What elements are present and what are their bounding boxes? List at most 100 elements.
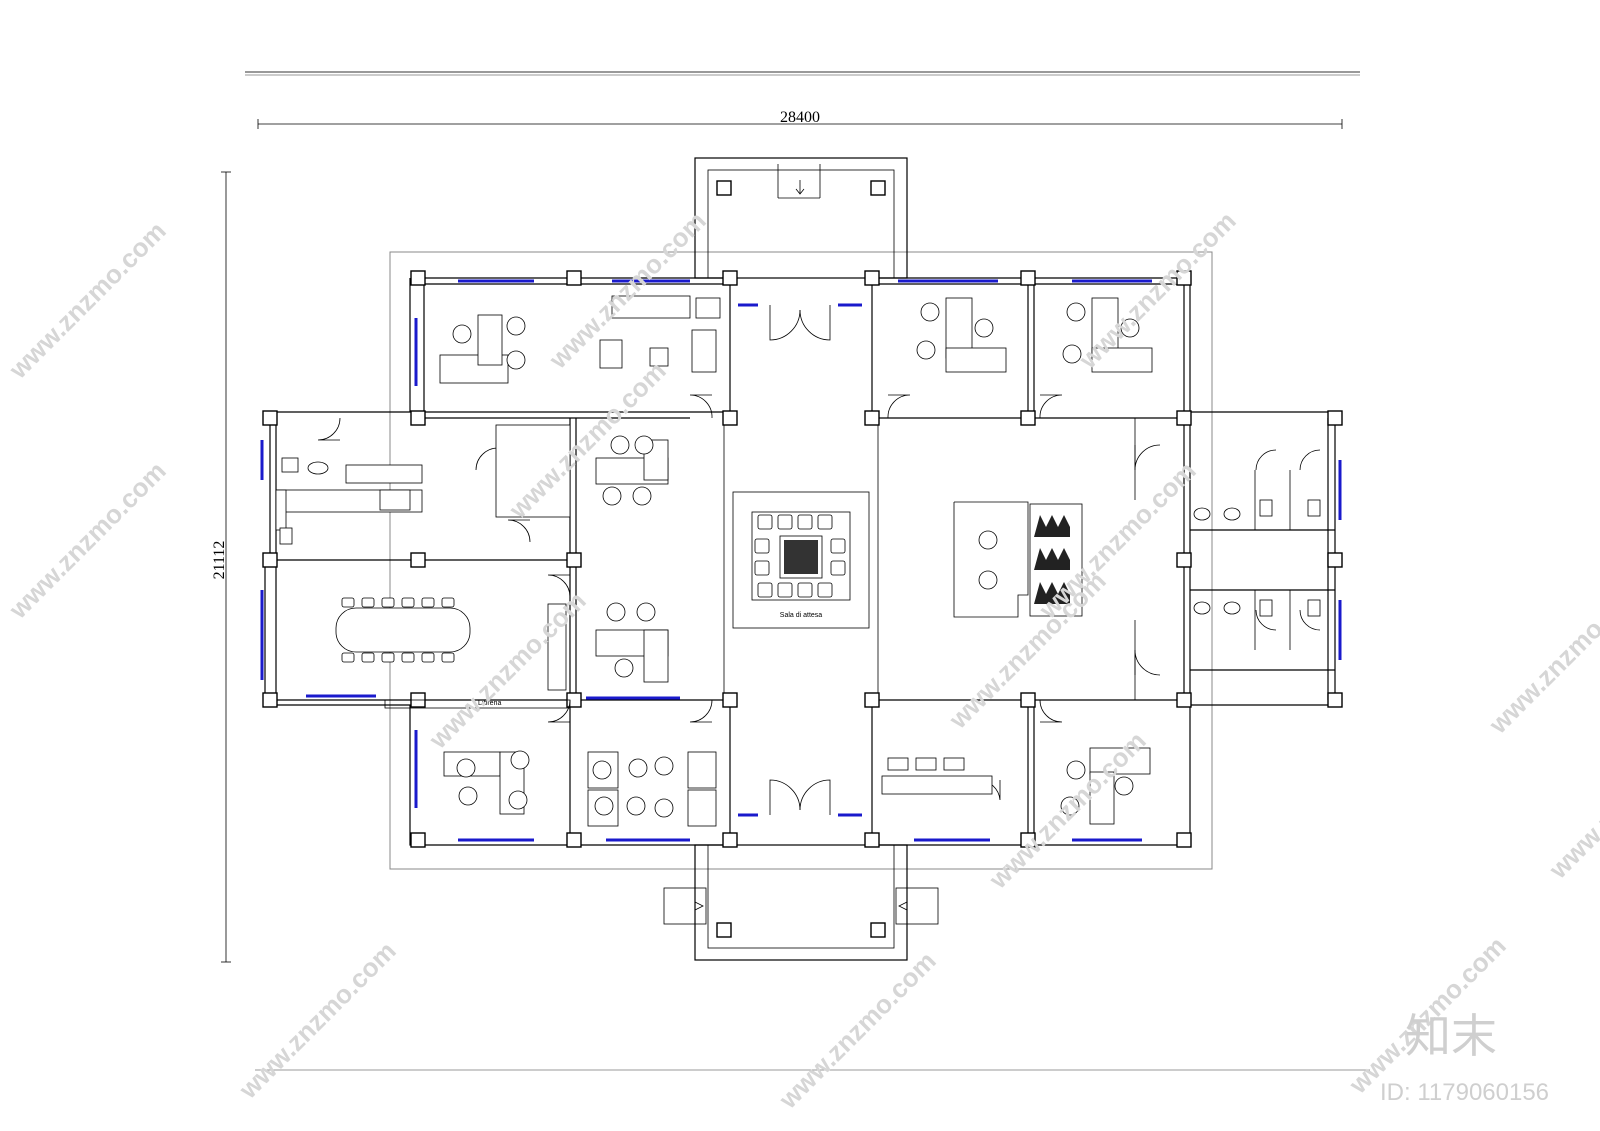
column (1327, 552, 1343, 568)
office-chair (506, 350, 526, 370)
column (1020, 270, 1036, 286)
column (1020, 832, 1036, 848)
watermark-text: www.znzmo.com (1542, 716, 1600, 885)
conference-chair (441, 652, 455, 663)
office-chair (610, 435, 630, 455)
column (864, 270, 880, 286)
column (410, 832, 426, 848)
watermark-text: www.znzmo.com (2, 216, 171, 385)
conference-chair (341, 652, 355, 663)
waiting-chair (757, 582, 773, 598)
office-chair (458, 786, 478, 806)
column (566, 552, 582, 568)
conference-chair (421, 597, 435, 608)
office-chair (1062, 344, 1082, 364)
office-chair (916, 340, 936, 360)
column (566, 832, 582, 848)
office-chair (654, 756, 674, 776)
waiting-chair (830, 560, 846, 576)
office-chair (510, 750, 530, 770)
waiting-chair (754, 560, 770, 576)
waiting-room-label: Sala di attesa (780, 612, 823, 619)
column (1176, 832, 1192, 848)
width-dimension: 28400 (257, 109, 1343, 129)
conference-chair (401, 652, 415, 663)
conference-chair (421, 652, 435, 663)
waiting-chair (797, 514, 813, 530)
column (1020, 410, 1036, 426)
office-chair (592, 760, 612, 780)
column (722, 410, 738, 426)
column (262, 692, 278, 708)
watermark-text: www.znzmo.com (772, 946, 941, 1115)
office-chair (1060, 796, 1080, 816)
conference-chair (361, 597, 375, 608)
conference-chair (381, 652, 395, 663)
north-entrance (694, 157, 908, 279)
column (1327, 410, 1343, 426)
column (716, 180, 732, 196)
office-chair (626, 796, 646, 816)
column (870, 180, 886, 196)
office-chair (594, 796, 614, 816)
column (1176, 410, 1192, 426)
column (722, 832, 738, 848)
windows (260, 279, 1342, 842)
watermark-text: www.znzmo.com (2, 456, 171, 625)
office-chair (602, 486, 622, 506)
column (1327, 692, 1343, 708)
office-chair (1066, 302, 1086, 322)
watermark-text: www.znzmo.com (942, 566, 1111, 735)
library-label: Libreria (478, 700, 501, 707)
south-entrance (663, 844, 939, 961)
watermark-text: www.znzmo.com (1482, 571, 1600, 740)
office-chair (974, 318, 994, 338)
width-dimension-label: 28400 (780, 109, 820, 126)
column (722, 270, 738, 286)
columns (262, 180, 1343, 938)
office-chair (614, 658, 634, 678)
watermark-text: www.znzmo.com (1072, 206, 1241, 375)
column (410, 410, 426, 426)
column (262, 552, 278, 568)
watermark-text: www.znzmo.com (982, 726, 1151, 895)
office-chair (654, 798, 674, 818)
office-chair (1114, 776, 1134, 796)
reception-area (953, 501, 1083, 618)
waiting-chair (817, 514, 833, 530)
office-chair (632, 486, 652, 506)
column (716, 922, 732, 938)
office-chair (506, 316, 526, 336)
waiting-chair (797, 582, 813, 598)
height-dimension: 21112 (211, 171, 231, 963)
waiting-chair (754, 538, 770, 554)
watermark-text: www.znzmo.com (542, 206, 711, 375)
waiting-chair (777, 582, 793, 598)
column (864, 410, 880, 426)
id-label: ID: 1179060156 (1380, 1079, 1549, 1106)
watermark-text: www.znzmo.com (232, 936, 401, 1105)
office-chair (920, 302, 940, 322)
waiting-chair (817, 582, 833, 598)
brand-logo: 知末 (1405, 1009, 1497, 1063)
waiting-chair (757, 514, 773, 530)
waiting-chair (777, 514, 793, 530)
column (1176, 552, 1192, 568)
column (864, 832, 880, 848)
column (870, 922, 886, 938)
office-chair (634, 435, 654, 455)
furniture (275, 295, 1321, 827)
office-chair (628, 758, 648, 778)
conference-chair (441, 597, 455, 608)
office-chair (1120, 318, 1140, 338)
office-chair (606, 602, 626, 622)
column (262, 410, 278, 426)
conference-chair (381, 597, 395, 608)
height-dimension-label: 21112 (211, 541, 228, 580)
waiting-chair (830, 538, 846, 554)
office-chair (456, 758, 476, 778)
conference-chair (361, 652, 375, 663)
conference-chair (341, 597, 355, 608)
